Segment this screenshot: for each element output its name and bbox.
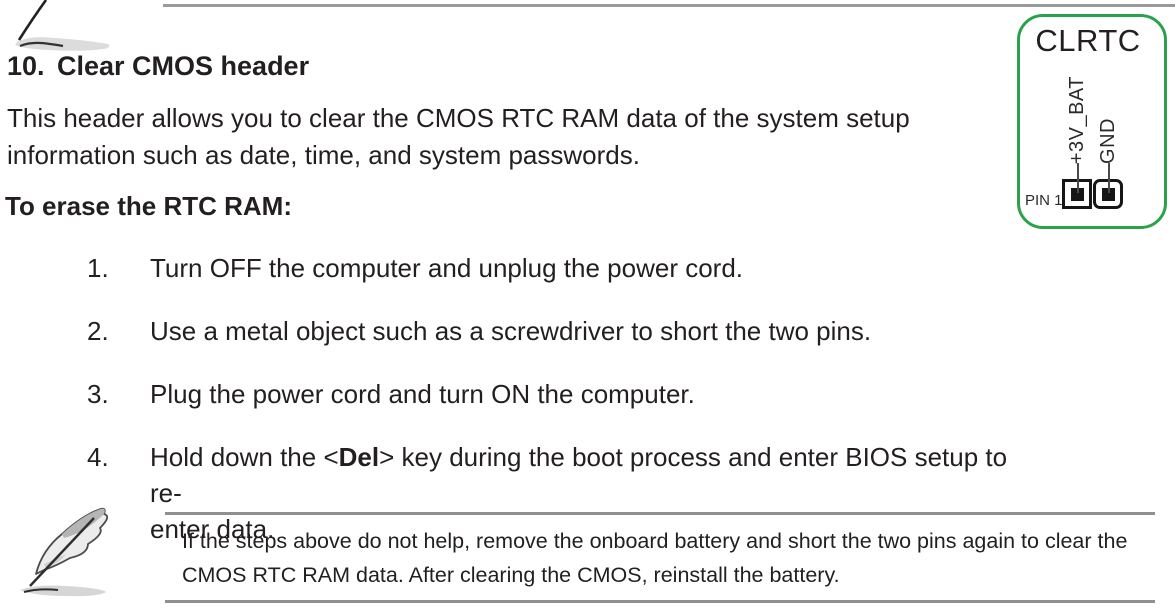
pin-2-pad [1101,187,1115,201]
step-text: Turn OFF the computer and unplug the pow… [150,253,744,283]
pin-1-label: PIN 1 [1025,192,1063,209]
quill-note-icon-partial [15,0,110,51]
step-number: 3. [87,379,109,409]
pin-lead-line-2 [1108,163,1110,193]
step-text: Plug the power cord and turn ON the comp… [150,379,695,409]
subheading: To erase the RTC RAM: [5,191,292,221]
step-text-pre: Hold down the < [150,442,339,472]
step-number: 1. [87,253,109,283]
step-text-post: > key during the boot process and enter … [150,442,1008,508]
section-title: Clear CMOS header [57,51,310,81]
note-box: If the steps above do not help, remove t… [165,512,1155,603]
step-number: 2. [87,316,109,346]
step-text: Use a metal object such as a screwdriver… [150,316,872,346]
note-text: If the steps above do not help, remove t… [182,529,1128,587]
step-item-3: 3. Plug the power cord and turn ON the c… [87,376,1037,412]
steps-list: 1. Turn OFF the computer and unplug the … [87,250,1037,574]
section-number: 10. [7,51,45,81]
del-key-label: Del [338,442,380,472]
step-text: Hold down the <Del> key during the boot … [150,439,1037,547]
top-section-divider [163,4,1175,7]
step-number: 4. [87,442,109,472]
section-heading: 10. Clear CMOS header [7,50,309,82]
pin-label-3v-bat: +3V_BAT [1066,75,1088,164]
clrtc-diagram: CLRTC +3V_BAT GND PIN 1 [1017,14,1167,229]
step-item-2: 2. Use a metal object such as a screwdri… [87,313,1037,349]
pin-label-gnd: GND [1097,118,1119,164]
step-text-line2: enter data. [150,514,275,544]
diagram-title: CLRTC [1035,23,1141,58]
step-item-1: 1. Turn OFF the computer and unplug the … [87,250,1037,286]
intro-paragraph: This header allows you to clear the CMOS… [7,103,910,170]
pin-1-pad [1070,187,1084,201]
step-item-4: 4. Hold down the <Del> key during the bo… [87,439,1037,547]
quill-note-icon [20,507,109,597]
pin-lead-line-1 [1077,163,1079,193]
